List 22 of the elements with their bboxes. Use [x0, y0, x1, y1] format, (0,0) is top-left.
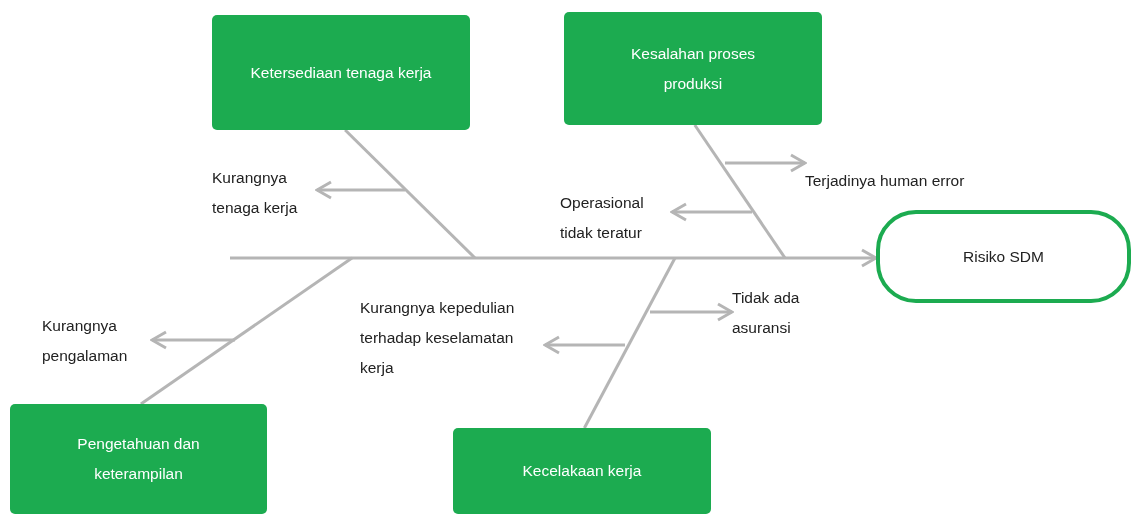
arrow [150, 330, 235, 350]
category-box: Kecelakaan kerja [453, 428, 711, 514]
arrow [725, 153, 807, 173]
arrow [670, 202, 752, 222]
cause-text: Kurangnya pengalaman [42, 308, 152, 373]
arrow [543, 335, 625, 355]
bone-line [693, 124, 787, 259]
category-box: Kesalahan proses produksi [564, 12, 822, 125]
arrow [230, 248, 878, 268]
cause-text: Terjadinya human error [805, 148, 965, 213]
effect-box: Risiko SDM [876, 210, 1131, 303]
cause-text: Kurangnya kepedulian terhadap keselamatan kerja [360, 288, 545, 388]
bone-line [583, 257, 677, 429]
category-box: Ketersediaan tenaga kerja [212, 15, 470, 130]
bone-line [344, 128, 477, 260]
cause-text: Operasional tidak teratur [560, 185, 672, 250]
arrow [315, 180, 405, 200]
bone-line [140, 256, 353, 406]
category-box: Pengetahuan dan keterampilan [10, 404, 267, 514]
arrow [650, 302, 734, 322]
cause-text: Kurangnya tenaga kerja [212, 160, 317, 225]
cause-text: Tidak ada asuransi [732, 280, 832, 345]
